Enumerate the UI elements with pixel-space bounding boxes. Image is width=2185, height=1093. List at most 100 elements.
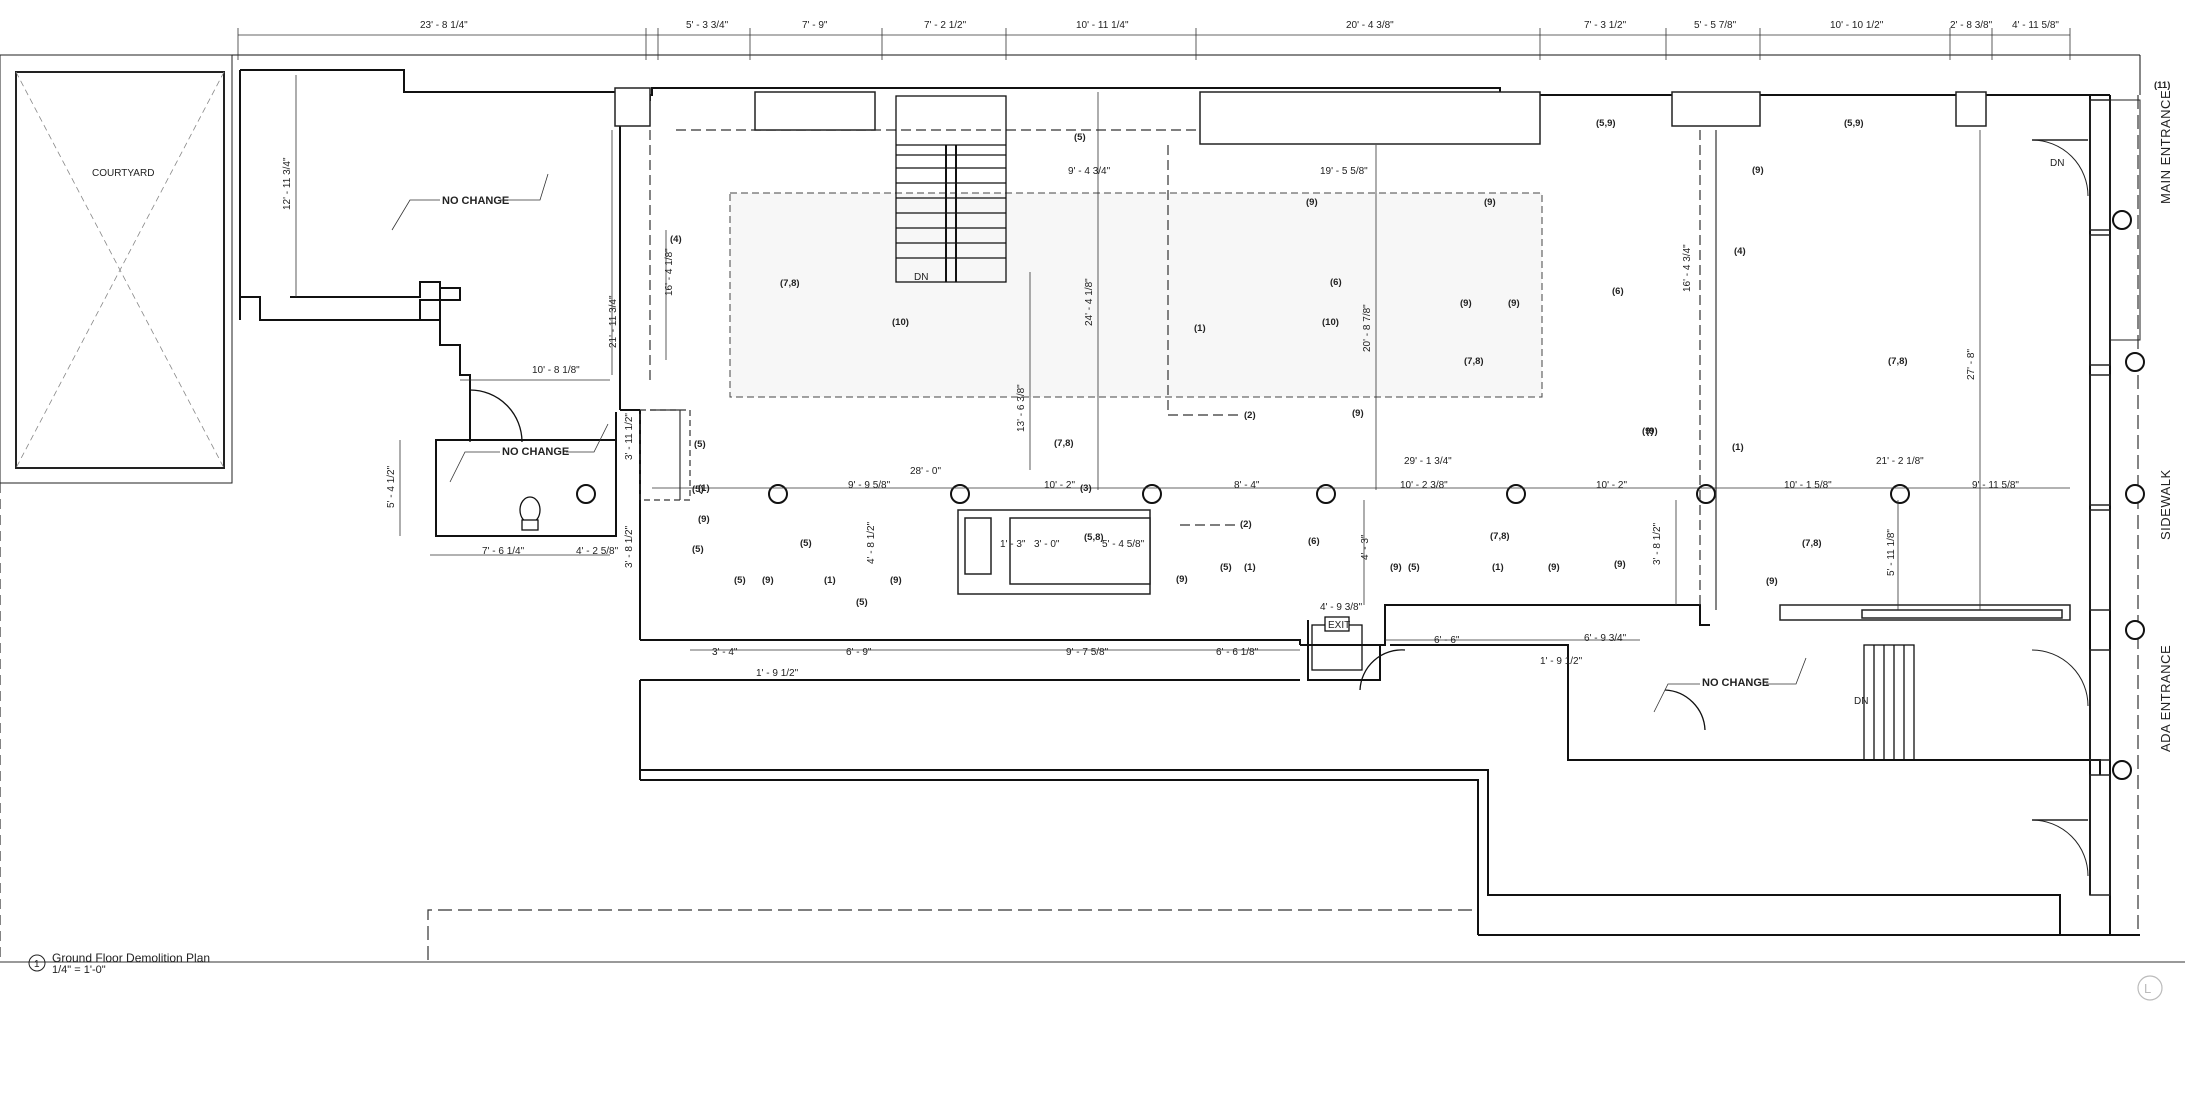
dim-int-23: 4' - 2 5/8" [576, 546, 619, 557]
stair-dn-label-2: DN [2050, 158, 2064, 169]
demo-area-dashed [729, 192, 1543, 398]
dim-int-24: 3' - 11 1/2" [624, 413, 635, 460]
keynote-tag: (5) [1220, 562, 1232, 573]
no-change-note-2: NO CHANGE [502, 446, 569, 458]
keynote-tag: (5,8) [1084, 532, 1104, 543]
dim-int-34: 3' - 4" [712, 647, 738, 658]
keynote-tag: (9) [890, 575, 902, 586]
keynote-tag: (2) [1244, 410, 1256, 421]
keynote-tag: (7,8) [1054, 438, 1074, 449]
dim-int-36: 6' - 9" [846, 647, 872, 658]
keynote-tag: (10) [892, 317, 909, 328]
dim-int-9: 13' - 6 3/8" [1016, 384, 1027, 432]
outer-walls [232, 54, 2141, 936]
dim-top-0: 23' - 8 1/4" [420, 20, 468, 31]
keynote-tag: (7,8) [1802, 538, 1822, 549]
drawing-scale: 1/4" = 1'-0" [52, 964, 106, 976]
dim-top-10: 4' - 11 5/8" [2012, 20, 2059, 31]
stair-dn-label-1: DN [914, 272, 928, 283]
dim-int-28: 3' - 0" [1034, 539, 1060, 550]
exit-doorway [1311, 616, 1706, 731]
keynote-tag: (9) [1306, 197, 1318, 208]
keynote-tag: (7,8) [780, 278, 800, 289]
storefront-bays [2031, 99, 2141, 896]
no-change-note-3: NO CHANGE [1702, 677, 1769, 689]
keynote-tag: (9) [762, 575, 774, 586]
dim-int-3: 16' - 4 1/8" [664, 248, 675, 296]
toilet-fixture [469, 389, 541, 531]
dim-int-16: 8' - 4" [1234, 480, 1260, 491]
logo-mark-letter: L [2144, 981, 2151, 996]
ada-entrance-label: ADA ENTRANCE [2158, 645, 2173, 752]
keynote-tag: (1) [698, 483, 710, 494]
keynote-tag: (5,9) [1844, 118, 1864, 129]
dim-int-2: 19' - 5 5/8" [1320, 166, 1368, 177]
view-number: 1 [34, 959, 40, 970]
dim-int-21: 5' - 4 1/2" [386, 465, 397, 508]
dim-top-5: 20' - 4 3/8" [1346, 20, 1394, 31]
keynote-tag: (6) [1308, 536, 1320, 547]
dim-int-19: 10' - 1 5/8" [1784, 480, 1832, 491]
keynote-tag: (9) [1352, 408, 1364, 419]
keynote-tag: (9) [1484, 197, 1496, 208]
dim-int-32: 5' - 11 1/8" [1886, 529, 1897, 576]
stair-dn-label-3: DN [1854, 696, 1868, 707]
dim-int-20: 9' - 11 5/8" [1972, 480, 2019, 491]
dim-int-12: 29' - 1 3/4" [1404, 456, 1452, 467]
dim-int-13: 21' - 2 1/8" [1876, 456, 1924, 467]
dim-top-2: 7' - 9" [802, 20, 828, 31]
dim-int-8: 27' - 8" [1966, 349, 1977, 380]
dim-int-10: 10' - 8 1/8" [532, 365, 580, 376]
sidewalk-label: SIDEWALK [2158, 469, 2173, 540]
dim-int-15: 10' - 2" [1044, 480, 1075, 491]
keynote-tag: (5) [692, 544, 704, 555]
dim-int-30: 4' - 3" [1360, 534, 1371, 560]
no-change-note-1: NO CHANGE [442, 195, 509, 207]
keynote-tag: (9) [1646, 426, 1658, 437]
keynote-tag: (9) [1508, 298, 1520, 309]
dim-int-18: 10' - 2" [1596, 480, 1627, 491]
keynote-tag: (5,9) [1596, 118, 1616, 129]
keynote-tag: (11) [2154, 80, 2170, 91]
keynote-tag: (7,8) [1888, 356, 1908, 367]
dim-int-35: 1' - 9 1/2" [756, 668, 799, 679]
main-entrance-label: MAIN ENTRANCE [2158, 90, 2173, 204]
dim-int-0: 12' - 11 3/4" [282, 157, 293, 210]
keynote-tag: (3) [1080, 483, 1092, 494]
courtyard-label: COURTYARD [92, 168, 154, 179]
dim-int-5: 21' - 11 3/4" [608, 295, 619, 348]
dim-int-41: 1' - 9 1/2" [1540, 656, 1583, 667]
stair-ada [1863, 644, 1915, 761]
dim-int-14: 9' - 9 5/8" [848, 480, 891, 491]
dim-int-22: 7' - 6 1/4" [482, 546, 525, 557]
keynote-tag: (7,8) [1464, 356, 1484, 367]
exit-sign-label: EXIT [1328, 620, 1350, 631]
keynote-tag: (1) [1732, 442, 1744, 453]
keynote-tag: (2) [1240, 519, 1252, 530]
view-number-circle [28, 954, 46, 972]
drawing-title: Ground Floor Demolition Plan [52, 951, 211, 965]
dim-top-9: 2' - 8 3/8" [1950, 20, 1993, 31]
stair-main [895, 95, 1007, 283]
dim-int-29: 5' - 4 5/8" [1102, 539, 1145, 550]
note-leaders [391, 173, 1807, 713]
dim-int-17: 10' - 2 3/8" [1400, 480, 1448, 491]
keynote-tag: (5) [800, 538, 812, 549]
keynote-tag: (4) [670, 234, 682, 245]
keynote-tag: (5) [856, 597, 868, 608]
keynote-tag: (5) [692, 484, 704, 495]
keynote-tag: (1) [1244, 562, 1256, 573]
property-line [0, 95, 2185, 963]
dimension-strings [237, 28, 2071, 651]
keynote-tag: (5) [734, 575, 746, 586]
dim-top-4: 10' - 11 1/4" [1076, 20, 1129, 31]
columns [576, 210, 2145, 780]
dim-int-11: 28' - 0" [910, 466, 941, 477]
keynote-tag: (1) [1492, 562, 1504, 573]
dim-top-6: 7' - 3 1/2" [1584, 20, 1627, 31]
keynote-tag: (9) [1176, 574, 1188, 585]
dim-int-38: 6' - 6 1/8" [1216, 647, 1259, 658]
keynote-tag: (9) [1548, 562, 1560, 573]
keynote-tag: (9) [1642, 426, 1654, 437]
dim-int-25: 3' - 8 1/2" [624, 525, 635, 568]
